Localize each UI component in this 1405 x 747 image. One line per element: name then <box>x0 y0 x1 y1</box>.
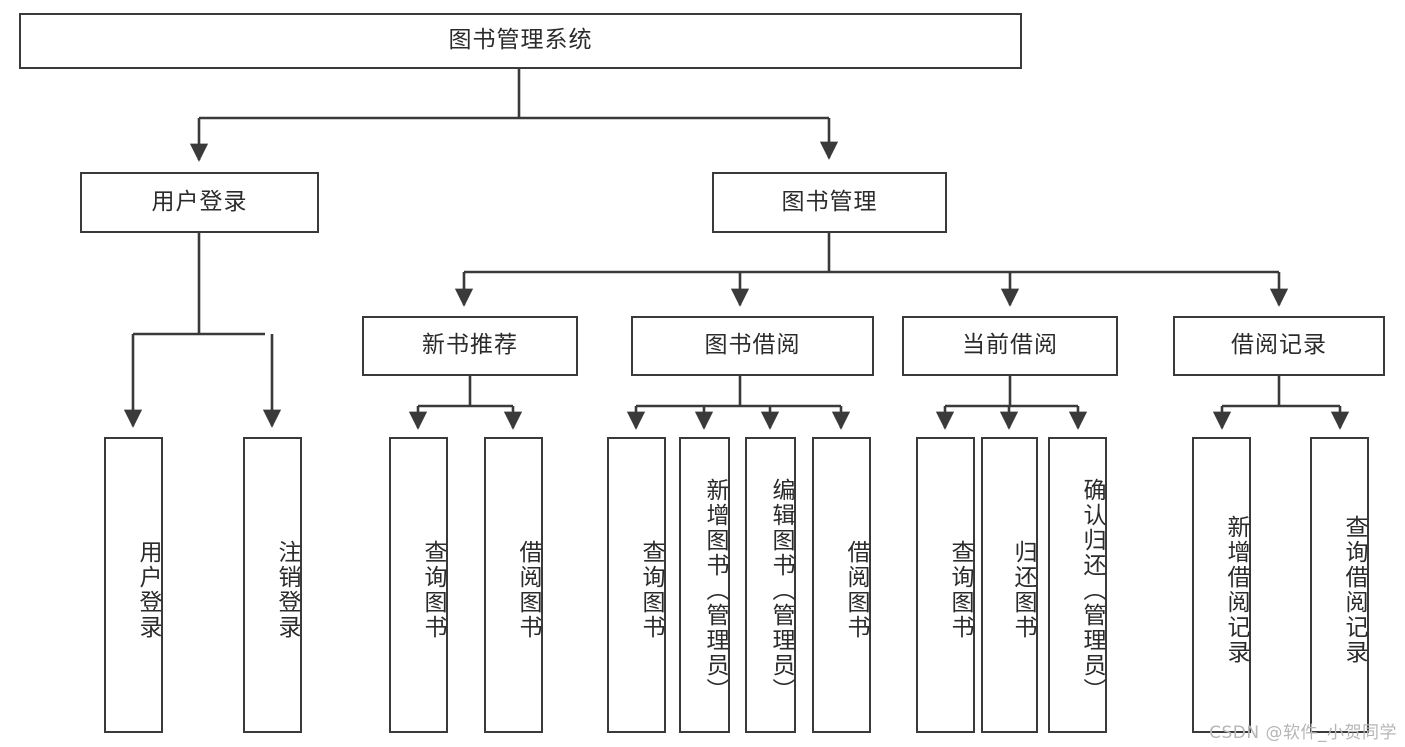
node-label: 归还图书 <box>1010 540 1036 640</box>
node-label: 新书推荐 <box>422 332 518 359</box>
node-label: 当前借阅 <box>962 332 1058 359</box>
leaf-new-book-query-book[interactable]: 查询图书 <box>389 437 448 733</box>
node-label: 借阅记录 <box>1231 332 1327 359</box>
node-label: 查询图书 <box>638 540 664 640</box>
node-label: 查询借阅记录 <box>1341 515 1367 665</box>
node-label: 新增图书（管理员） <box>702 477 728 703</box>
node-label: 图书管理 <box>781 188 878 215</box>
node-label: 借阅图书 <box>515 540 541 640</box>
node-label: 查询图书 <box>420 540 446 640</box>
leaf-current-borrow-confirm-return-admin[interactable]: 确认归还（管理员） <box>1048 437 1107 733</box>
node-root-book-management-system[interactable]: 图书管理系统 <box>19 13 1022 69</box>
node-user-login[interactable]: 用户登录 <box>80 172 319 233</box>
leaf-borrow-record-add-record[interactable]: 新增借阅记录 <box>1192 437 1251 733</box>
leaf-book-borrow-borrow-book[interactable]: 借阅图书 <box>812 437 871 733</box>
node-book-management[interactable]: 图书管理 <box>712 172 947 233</box>
leaf-current-borrow-query-book[interactable]: 查询图书 <box>916 437 975 733</box>
leaf-new-book-borrow-book[interactable]: 借阅图书 <box>484 437 543 733</box>
watermark-text: CSDN @软件_小贺同学 <box>1209 723 1397 743</box>
node-book-borrow[interactable]: 图书借阅 <box>631 316 874 376</box>
leaf-book-borrow-query-book[interactable]: 查询图书 <box>607 437 666 733</box>
leaf-book-borrow-add-book-admin[interactable]: 新增图书（管理员） <box>679 437 730 733</box>
node-current-borrow[interactable]: 当前借阅 <box>902 316 1118 376</box>
node-label: 图书借阅 <box>704 332 801 359</box>
node-label: 图书管理系统 <box>448 27 593 54</box>
leaf-book-borrow-edit-book-admin[interactable]: 编辑图书（管理员） <box>745 437 796 733</box>
node-label: 用户登录 <box>135 540 161 640</box>
node-label: 查询图书 <box>947 540 973 640</box>
leaf-current-borrow-return-book[interactable]: 归还图书 <box>981 437 1038 733</box>
node-new-book-recommend[interactable]: 新书推荐 <box>362 316 578 376</box>
node-label: 用户登录 <box>151 188 248 215</box>
node-label: 注销登录 <box>274 540 300 640</box>
node-label: 编辑图书（管理员） <box>768 477 794 703</box>
leaf-user-login-login[interactable]: 用户登录 <box>104 437 163 733</box>
node-label: 借阅图书 <box>843 540 869 640</box>
leaf-user-login-logout[interactable]: 注销登录 <box>243 437 302 733</box>
node-label: 新增借阅记录 <box>1223 515 1249 665</box>
node-borrow-record[interactable]: 借阅记录 <box>1173 316 1385 376</box>
node-label: 确认归还（管理员） <box>1079 477 1105 703</box>
leaf-borrow-record-query-record[interactable]: 查询借阅记录 <box>1310 437 1369 733</box>
